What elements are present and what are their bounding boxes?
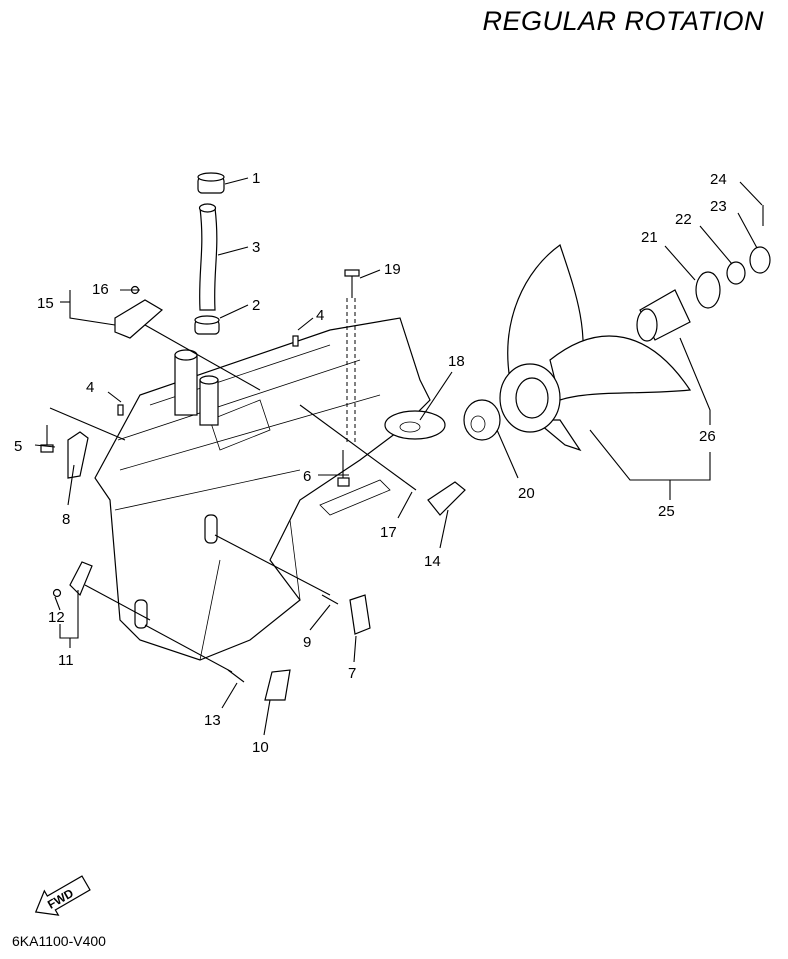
callout-7: 7 (348, 665, 356, 682)
callout-26: 26 (699, 428, 716, 445)
callout-18: 18 (448, 353, 465, 370)
callout-4-upper: 4 (316, 307, 324, 324)
callout-17: 17 (380, 524, 397, 541)
part-5-bolt[interactable] (40, 425, 54, 453)
part-11-anode[interactable] (69, 561, 93, 597)
part-3-water-tube[interactable] (198, 203, 218, 311)
callout-24: 24 (710, 171, 727, 188)
callout-16: 16 (92, 281, 109, 298)
part-9-screw[interactable] (321, 594, 339, 605)
part-8-anode[interactable] (67, 431, 89, 479)
diagram-code: 6KA1100-V400 (12, 933, 106, 949)
part-19-bolt[interactable] (344, 269, 360, 298)
callout-21: 21 (641, 229, 658, 246)
callout-3: 3 (252, 239, 260, 256)
part-2-seal[interactable] (194, 315, 220, 335)
callouts: 1 2 3 4 4 5 6 7 8 9 10 11 12 13 14 15 16… (14, 170, 727, 756)
part-4-pin-upper[interactable] (292, 335, 299, 347)
callout-13: 13 (204, 712, 221, 729)
part-26-bushing[interactable] (636, 289, 691, 342)
callout-12: 12 (48, 609, 65, 626)
callout-22: 22 (675, 211, 692, 228)
callout-20: 20 (518, 485, 535, 502)
part-25-propeller[interactable] (499, 244, 692, 452)
part-14-plate[interactable] (427, 481, 466, 516)
part-10-anode[interactable] (264, 669, 291, 701)
part-13-bolt[interactable] (227, 669, 245, 683)
callout-15: 15 (37, 295, 54, 312)
callout-10: 10 (252, 739, 269, 756)
part-12-bolt[interactable] (52, 588, 62, 598)
part-21-spacer[interactable] (695, 271, 721, 309)
callout-6: 6 (303, 468, 311, 485)
diagram-title: REGULAR ROTATION (482, 6, 764, 36)
part-1-grommet[interactable] (197, 172, 225, 194)
callout-25: 25 (658, 503, 675, 520)
callout-2: 2 (252, 297, 260, 314)
part-4-pin-lower[interactable] (117, 404, 124, 416)
callout-9: 9 (303, 634, 311, 651)
callout-5: 5 (14, 438, 22, 455)
part-18-plate[interactable] (384, 410, 446, 440)
callout-8: 8 (62, 511, 70, 528)
part-17-screw[interactable] (404, 481, 417, 491)
callout-11: 11 (58, 652, 74, 669)
callout-23: 23 (710, 198, 727, 215)
part-23-nut[interactable] (749, 246, 771, 274)
part-20-thrust-washer[interactable] (463, 399, 501, 441)
callout-4-lower: 4 (86, 379, 94, 396)
callout-14: 14 (424, 553, 441, 570)
part-7-anode[interactable] (349, 594, 371, 635)
callout-19: 19 (384, 261, 401, 278)
part-22-washer[interactable] (726, 261, 746, 285)
fwd-arrow: FWD (34, 875, 91, 916)
part-6-bolt[interactable] (337, 450, 350, 487)
callout-1: 1 (252, 170, 260, 187)
lower-casing[interactable] (94, 317, 431, 661)
dashed-assembly-lines (346, 298, 356, 445)
leader-lines (34, 177, 763, 736)
